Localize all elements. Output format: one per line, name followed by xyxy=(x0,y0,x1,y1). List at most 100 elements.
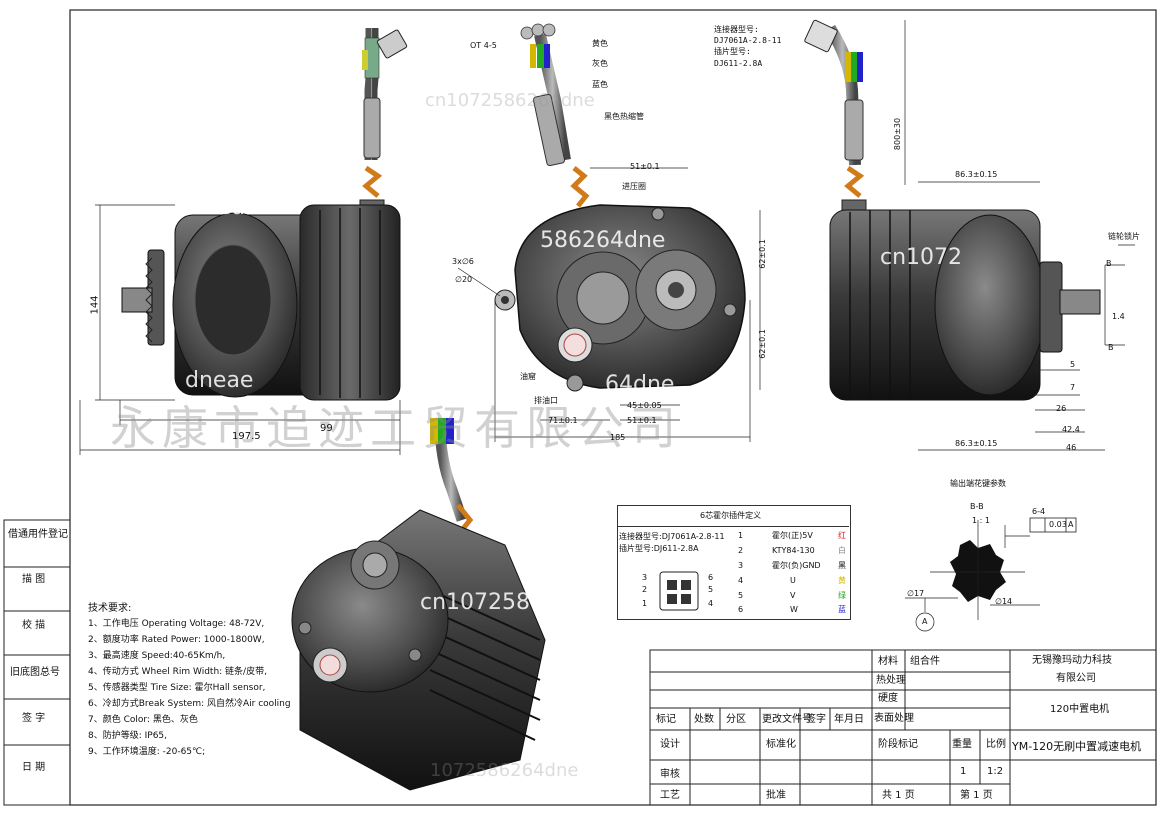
callout-ot: OT 4-5 xyxy=(470,41,497,50)
front-view xyxy=(457,23,761,442)
ratio-value: 1:2 xyxy=(987,766,1004,777)
pin-no: 3 xyxy=(738,561,744,570)
dim-45: 45±0.05 xyxy=(627,401,662,410)
requirement-item: 3、最高速度 Speed:40-65Km/h, xyxy=(88,651,226,661)
pin-color: 蓝 xyxy=(838,605,846,614)
ratio-label: 比例 xyxy=(986,739,1006,750)
dim-d20: ∅20 xyxy=(455,275,473,284)
dim-51-bottom: 51±0.1 xyxy=(627,416,657,425)
material-value: 组合件 xyxy=(910,656,940,667)
requirement-item: 4、传动方式 Wheel Rim Width: 链条/皮带, xyxy=(88,667,267,677)
requirement-item: 8、防护等级: IP65, xyxy=(88,731,168,741)
section-b-top: B xyxy=(1106,259,1112,268)
pin-name: 霍尔(正)5V xyxy=(772,531,813,540)
datum-circle: A xyxy=(922,617,928,626)
dim-62-a: 62±0.1 xyxy=(757,239,767,269)
callout-press-ring: 进压圈 xyxy=(622,182,646,191)
pin-name: U xyxy=(790,576,796,585)
callout-drain: 排油口 xyxy=(534,396,558,405)
left-row-4: 旧底图总号 xyxy=(10,667,60,678)
weight-value: 1 xyxy=(960,766,967,777)
requirement-item: 6、冷却方式Break System: 风自然冷Air cooling xyxy=(88,699,291,709)
conn-pin-2: 2 xyxy=(642,585,648,594)
rev-col: 标记 xyxy=(656,714,676,725)
pin-color: 黄 xyxy=(838,576,846,585)
sheet-number: 第 1 页 xyxy=(960,790,993,801)
spline-title: 输出端花键参数 xyxy=(950,479,1006,488)
dim-86-top: 86.3±0.15 xyxy=(955,170,998,179)
tolerance-value: 0.03 xyxy=(1049,520,1067,529)
dim-51-top: 51±0.1 xyxy=(630,162,660,171)
callout-oil-window: 油窟 xyxy=(520,372,536,381)
dia-14: ∅14 xyxy=(995,597,1013,606)
pin-no: 4 xyxy=(738,576,744,585)
pin-name: KTY84-130 xyxy=(772,546,815,555)
requirement-item: 7、颜色 Color: 黑色、灰色 xyxy=(88,715,198,725)
callout-blue: 蓝色 xyxy=(592,80,608,89)
pin-color: 红 xyxy=(838,531,846,540)
pin-model-label: 插片型号: xyxy=(714,47,751,56)
dim-62-b: 62±0.1 xyxy=(757,329,767,359)
dim-144: 144 xyxy=(89,295,101,315)
model-name: YM-120无刷中置减速电机 xyxy=(1012,740,1142,753)
callout-sprocket-lock: 链轮锁片 xyxy=(1108,232,1140,241)
left-row-2: 描 图 xyxy=(22,574,46,585)
conn-pin-6: 6 xyxy=(708,573,714,582)
pin-color: 绿 xyxy=(838,591,846,600)
connector-pin-diagram xyxy=(659,571,699,611)
hardness-label: 硬度 xyxy=(878,693,898,704)
material-label: 材料 xyxy=(878,656,898,667)
side-view-left xyxy=(79,28,408,455)
dim-46: 46 xyxy=(1066,443,1077,452)
dim-99: 99 xyxy=(320,423,333,434)
pin-no: 1 xyxy=(738,531,744,540)
company-line-1: 无锡豫玛动力科技 xyxy=(1032,655,1112,666)
dim-86-bottom: 86.3±0.15 xyxy=(955,439,998,448)
isometric-view xyxy=(291,418,546,791)
callout-grey: 灰色 xyxy=(592,59,608,68)
surface-label: 表面处理 xyxy=(874,713,914,724)
section-b-bottom: B xyxy=(1108,343,1114,352)
sheets-total: 共 1 页 xyxy=(882,790,915,801)
pin-model: DJ611-2.8A xyxy=(714,59,763,68)
dia-17: ∅17 xyxy=(907,589,925,598)
requirement-item: 5、传感器类型 Tire Size: 霍尔Hall sensor, xyxy=(88,683,266,693)
pin-color: 黑 xyxy=(838,561,846,570)
connector-model-label: 连接器型号: xyxy=(714,25,759,34)
side-view-right xyxy=(804,19,1135,451)
requirements-title: 技术要求: xyxy=(88,603,132,614)
pin-color: 白 xyxy=(838,546,846,555)
left-row-1: 借通用件登记 xyxy=(8,529,68,540)
pin-table-divider xyxy=(617,526,849,527)
rev-col: 更改文件号 xyxy=(762,714,812,725)
standard-label: 标准化 xyxy=(766,739,796,750)
dim-185: 185 xyxy=(610,433,626,442)
dim-7: 7 xyxy=(1070,383,1076,392)
conn-pin-1: 1 xyxy=(642,599,648,608)
tolerance-datum: A xyxy=(1068,520,1074,529)
left-panel-grid xyxy=(3,519,71,806)
product-name: 120中置电机 xyxy=(1050,704,1110,715)
title-block-grid xyxy=(649,649,1157,806)
heat-label: 热处理 xyxy=(876,675,906,686)
conn-pin-5: 5 xyxy=(708,585,714,594)
rev-col: 分区 xyxy=(726,714,746,725)
dim-800: 800±30 xyxy=(893,117,903,151)
conn-pin-3: 3 xyxy=(642,573,648,582)
conn-pin-4: 4 xyxy=(708,599,714,608)
requirement-item: 9、工作环境温度: -20-65℃; xyxy=(88,747,206,757)
tolerance-holes: 3x∅6 xyxy=(452,257,474,266)
process-label: 工艺 xyxy=(660,790,680,801)
keyway-spec: 6-4 xyxy=(1032,507,1046,516)
requirement-item: 2、额度功率 Rated Power: 1000-1800W, xyxy=(88,635,265,645)
pin-table-connector: 连接器型号:DJ7061A-2.8-11 xyxy=(619,532,725,541)
dim-5: 5 xyxy=(1070,360,1076,369)
spline-detail xyxy=(905,517,1077,632)
pin-no: 6 xyxy=(738,605,744,614)
rev-col: 年月日 xyxy=(834,714,864,725)
callout-yellow: 黄色 xyxy=(592,39,608,48)
rev-col: 处数 xyxy=(694,714,714,725)
approve-label: 批准 xyxy=(766,790,786,801)
company-line-2: 有限公司 xyxy=(1056,673,1096,684)
pin-no: 5 xyxy=(738,591,744,600)
